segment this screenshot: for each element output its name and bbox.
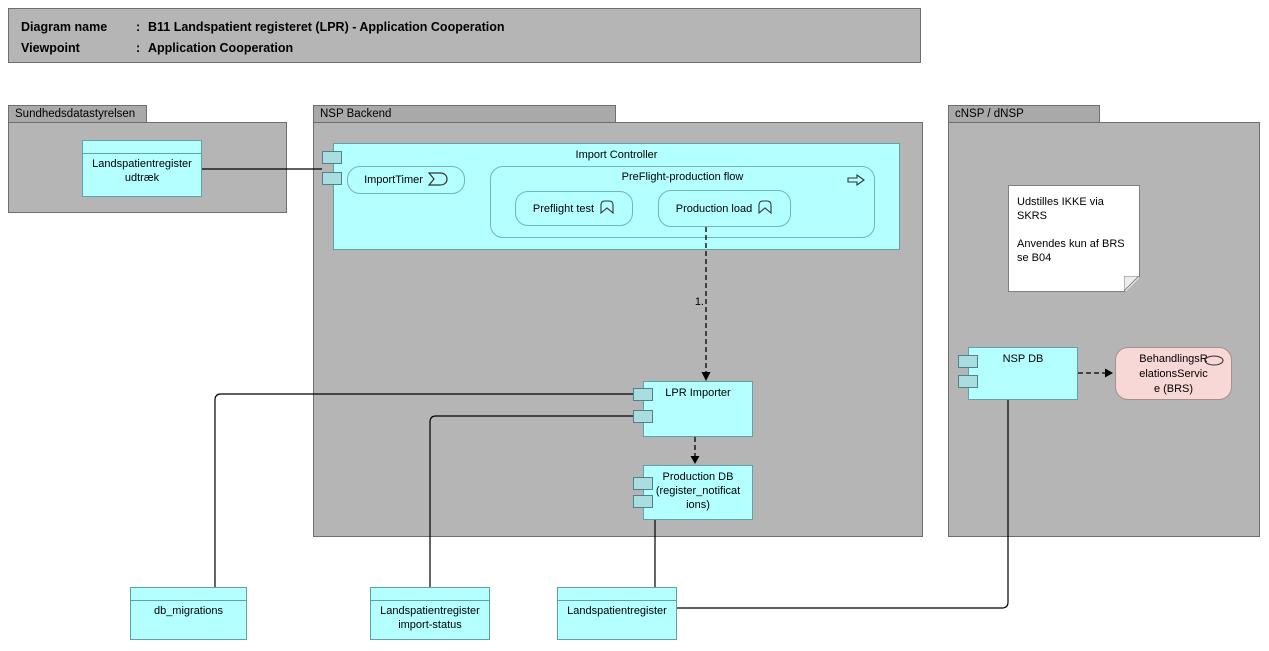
diagram-title-block: Diagram name : B11 Landspatient register… <box>8 8 921 63</box>
note-blank-line <box>1017 223 1131 237</box>
component-port <box>322 151 342 164</box>
diagram-name-separator: : <box>136 20 141 34</box>
component-port <box>633 495 653 508</box>
function-preflight-test[interactable]: Preflight test <box>515 191 633 226</box>
data-object-label: db_migrations <box>153 605 224 617</box>
component-port <box>958 355 978 368</box>
function-icon <box>599 199 615 218</box>
data-object-top-bar <box>558 588 676 601</box>
process-label: PreFlight-production flow <box>621 171 744 183</box>
group-tab-cnsp-dnsp[interactable]: cNSP / dNSP <box>948 105 1100 123</box>
diagram-name-row: Diagram name : B11 Landspatient register… <box>21 17 920 38</box>
diagram-name-value: B11 Landspatient registeret (LPR) - Appl… <box>148 20 505 34</box>
component-label: LPR Importer <box>665 387 731 399</box>
group-label-sundhedsdatastyrelsen: Sundhedsdatastyrelsen <box>15 108 136 120</box>
data-object-top-bar <box>83 141 201 154</box>
service-icon <box>1204 355 1224 371</box>
service-label-line: e (BRS) <box>1153 383 1194 395</box>
data-object-landspatientregister-import-status[interactable]: Landspatientregister import-status <box>370 587 490 640</box>
data-object-label-line: Landspatientregister <box>380 605 480 617</box>
service-behandlingsrelationsservice-brs[interactable]: BehandlingsR elationsServic e (BRS) <box>1115 347 1232 400</box>
component-port <box>322 172 342 185</box>
data-object-label-line: Landspatientregister <box>92 158 192 170</box>
data-object-top-bar <box>131 588 246 601</box>
service-label-line: BehandlingsR <box>1139 353 1208 365</box>
group-tab-sundhedsdatastyrelsen[interactable]: Sundhedsdatastyrelsen <box>8 105 147 123</box>
component-label-line: (register_notificat <box>655 485 741 497</box>
data-object-landspatientregister[interactable]: Landspatientregister <box>557 587 677 640</box>
note-text-line: Udstilles IKKE via SKRS <box>1017 196 1104 222</box>
component-label: Import Controller <box>575 149 658 161</box>
component-nsp-db[interactable]: NSP DB <box>968 347 1078 400</box>
data-object-label-line: udtræk <box>124 172 160 184</box>
note-fold-corner <box>1124 276 1140 292</box>
component-port <box>633 388 653 401</box>
data-object-label-line: import-status <box>398 619 462 631</box>
component-lpr-importer[interactable]: LPR Importer <box>643 381 753 437</box>
component-port <box>633 477 653 490</box>
group-label-cnsp-dnsp: cNSP / dNSP <box>955 108 1024 120</box>
component-label: NSP DB <box>1002 353 1044 365</box>
viewpoint-separator: : <box>136 41 141 55</box>
component-port <box>633 410 653 423</box>
process-arrow-icon <box>847 173 865 189</box>
component-production-db[interactable]: Production DB (register_notificat ions) <box>643 465 753 520</box>
note-brs-usage[interactable]: Udstilles IKKE via SKRS Anvendes kun af … <box>1008 185 1140 292</box>
group-body-cnsp-dnsp[interactable] <box>948 122 1260 537</box>
note-text-line: Anvendes kun af BRS <box>1017 238 1125 250</box>
event-label: ImportTimer <box>364 174 423 186</box>
component-label-line: Production DB <box>662 471 734 483</box>
viewpoint-row: Viewpoint : Application Cooperation <box>21 38 920 59</box>
function-label: Preflight test <box>532 202 595 215</box>
function-icon <box>757 199 773 218</box>
function-production-load[interactable]: Production load <box>658 190 791 227</box>
note-text-line: se B04 <box>1017 252 1052 264</box>
diagram-name-label: Diagram name <box>21 20 108 34</box>
data-object-top-bar <box>371 588 489 601</box>
group-label-nsp-backend: NSP Backend <box>320 108 392 120</box>
group-tab-nsp-backend[interactable]: NSP Backend <box>313 105 616 123</box>
component-port <box>958 375 978 388</box>
data-object-label: Landspatientregister <box>567 605 667 617</box>
data-object-db-migrations[interactable]: db_migrations <box>130 587 247 640</box>
data-object-landspatientregister-udtraek[interactable]: Landspatientregister udtræk <box>82 140 202 197</box>
event-import-timer[interactable]: ImportTimer <box>347 166 465 194</box>
flow-sequence-label: 1. <box>694 296 704 308</box>
viewpoint-value: Application Cooperation <box>148 41 294 55</box>
function-label: Production load <box>675 202 753 215</box>
event-icon <box>427 171 448 189</box>
service-label-line: elationsServic <box>1139 368 1208 380</box>
viewpoint-label: Viewpoint <box>21 41 80 55</box>
component-label-line: ions) <box>686 499 710 511</box>
